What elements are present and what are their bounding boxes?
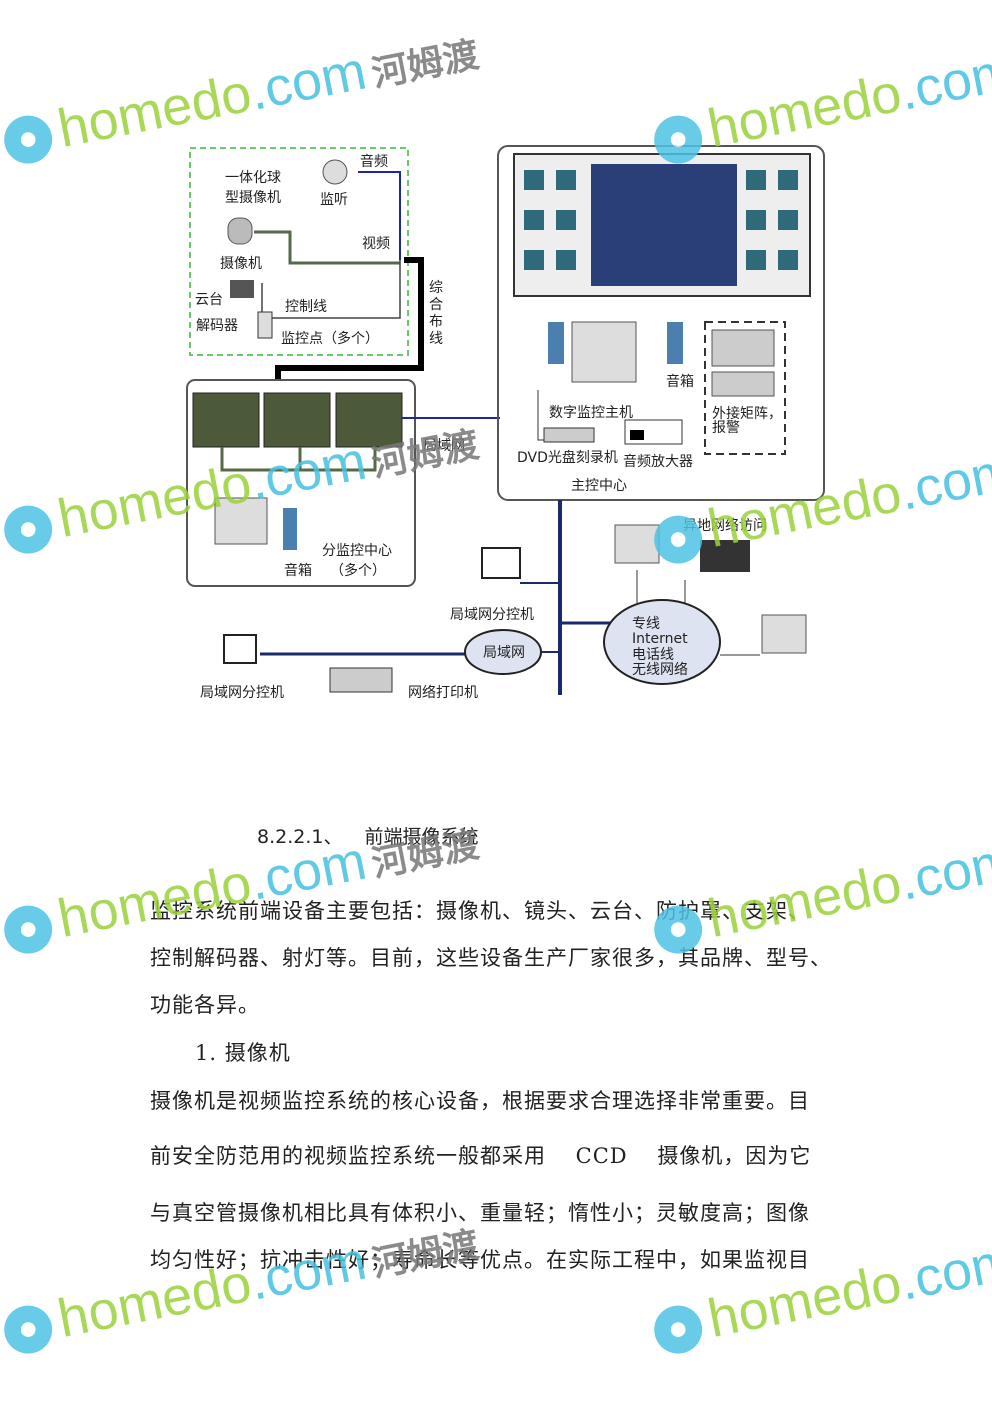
main-screen (591, 164, 737, 286)
decoder-icon (257, 311, 273, 339)
pan-tilt-icon (230, 280, 254, 298)
label-printer: 网络打印机 (408, 684, 478, 701)
label-multiple: （多个） (330, 562, 386, 579)
label-wan-4: 无线网络 (632, 662, 688, 678)
label-monitoring-points: 监控点（多个） (281, 330, 379, 347)
body-line: 与真空管摄像机相比具有体积小、重量轻；惰性小；灵敏度高；图像 (150, 1201, 810, 1225)
dvd-recorder-icon (543, 427, 595, 443)
label-cabling-3: 布 (429, 314, 443, 330)
label-ptz-camera-2: 型摄像机 (225, 190, 281, 206)
label-amp: 音频放大器 (623, 453, 693, 470)
host-computer-icon (571, 321, 637, 383)
computer-icon (214, 497, 268, 545)
heading-title: 前端摄像系统 (364, 826, 479, 848)
laptop-icon (700, 540, 750, 572)
label-wan-2: Internet (632, 631, 688, 647)
body-line: 监控系统前端设备主要包括：摄像机、镜头、云台、防护罩、支架、 (150, 899, 810, 923)
dome-camera-icon (227, 217, 253, 245)
label-wan-3: 电话线 (632, 647, 674, 663)
label-speaker: 音箱 (284, 562, 312, 579)
surveillance-system-diagram: 一体化球 型摄像机 监听 音频 视频 摄像机 云台 解码器 控制线 监控点（多个… (186, 145, 825, 701)
body-line: 均匀性好；抗冲击性好；寿命长等优点。在实际工程中，如果监视目 (150, 1248, 810, 1272)
watermark: homedo.com河姆渡 (0, 1208, 483, 1363)
body-line: 控制解码器、射灯等。目前，这些设备生产厂家很多，其品牌、型号、 (150, 946, 832, 970)
printer-icon (329, 667, 393, 693)
body-line: 摄像机是视频监控系统的核心设备，根据要求合理选择非常重要。目 (150, 1089, 810, 1113)
lan-cloud (464, 629, 542, 675)
label-remote-access: 异地网络访问 (683, 518, 767, 534)
monitoring-point-box (189, 147, 409, 356)
label-cabling-1: 综 (429, 280, 443, 296)
label-lan-cloud: 局域网 (483, 645, 525, 661)
heading-number: 8.2.2.1、 (257, 826, 343, 848)
body-line: 前安全防范用的视频监控系统一般都采用 CCD 摄像机，因为它 (150, 1144, 812, 1168)
label-lan-client-left: 局域网分控机 (200, 685, 284, 701)
speaker-icon (322, 159, 348, 185)
label-control-line: 控制线 (285, 299, 327, 315)
monitor-wall (192, 392, 403, 448)
label-main-center: 主控中心 (571, 478, 627, 494)
label-cabling-2: 合 (429, 297, 443, 313)
label-camera: 摄像机 (220, 256, 262, 272)
label-dvd: DVD光盘刻录机 (517, 449, 618, 466)
label-audio: 音频 (360, 153, 388, 170)
label-cabling-4: 线 (429, 331, 443, 347)
matrix-box (704, 321, 786, 455)
section-heading: 8.2.2.1、前端摄像系统 (257, 822, 501, 849)
label-wan-1: 专线 (632, 616, 660, 632)
label-sub-center: 分监控中心 (322, 543, 392, 559)
sub-center-box (186, 379, 416, 587)
label-lan-client-top: 局域网分控机 (450, 607, 534, 623)
label-alarm: 报警 (712, 420, 740, 436)
label-host: 数字监控主机 (549, 405, 633, 421)
lan-client-top-icon (481, 547, 521, 579)
label-matrix: 外接矩阵， (712, 405, 782, 422)
speaker-box-icon (283, 508, 297, 550)
remote-pc-icon (614, 524, 660, 564)
label-pan-tilt: 云台 (195, 292, 223, 308)
cabling-line (275, 257, 424, 380)
list-item-camera: 1. 摄像机 (195, 1041, 291, 1065)
label-ptz-camera: 一体化球 (225, 170, 281, 186)
label-lan: 局域网 (423, 438, 465, 454)
label-decoder: 解码器 (196, 318, 238, 334)
remote-pc-2-icon (761, 614, 807, 654)
body-line: 功能各异。 (150, 993, 260, 1017)
label-main-speaker: 音箱 (666, 373, 694, 390)
wan-cloud (603, 599, 721, 685)
label-listen: 监听 (320, 192, 348, 208)
label-video: 视频 (362, 236, 390, 252)
lan-client-left-icon (223, 634, 257, 664)
